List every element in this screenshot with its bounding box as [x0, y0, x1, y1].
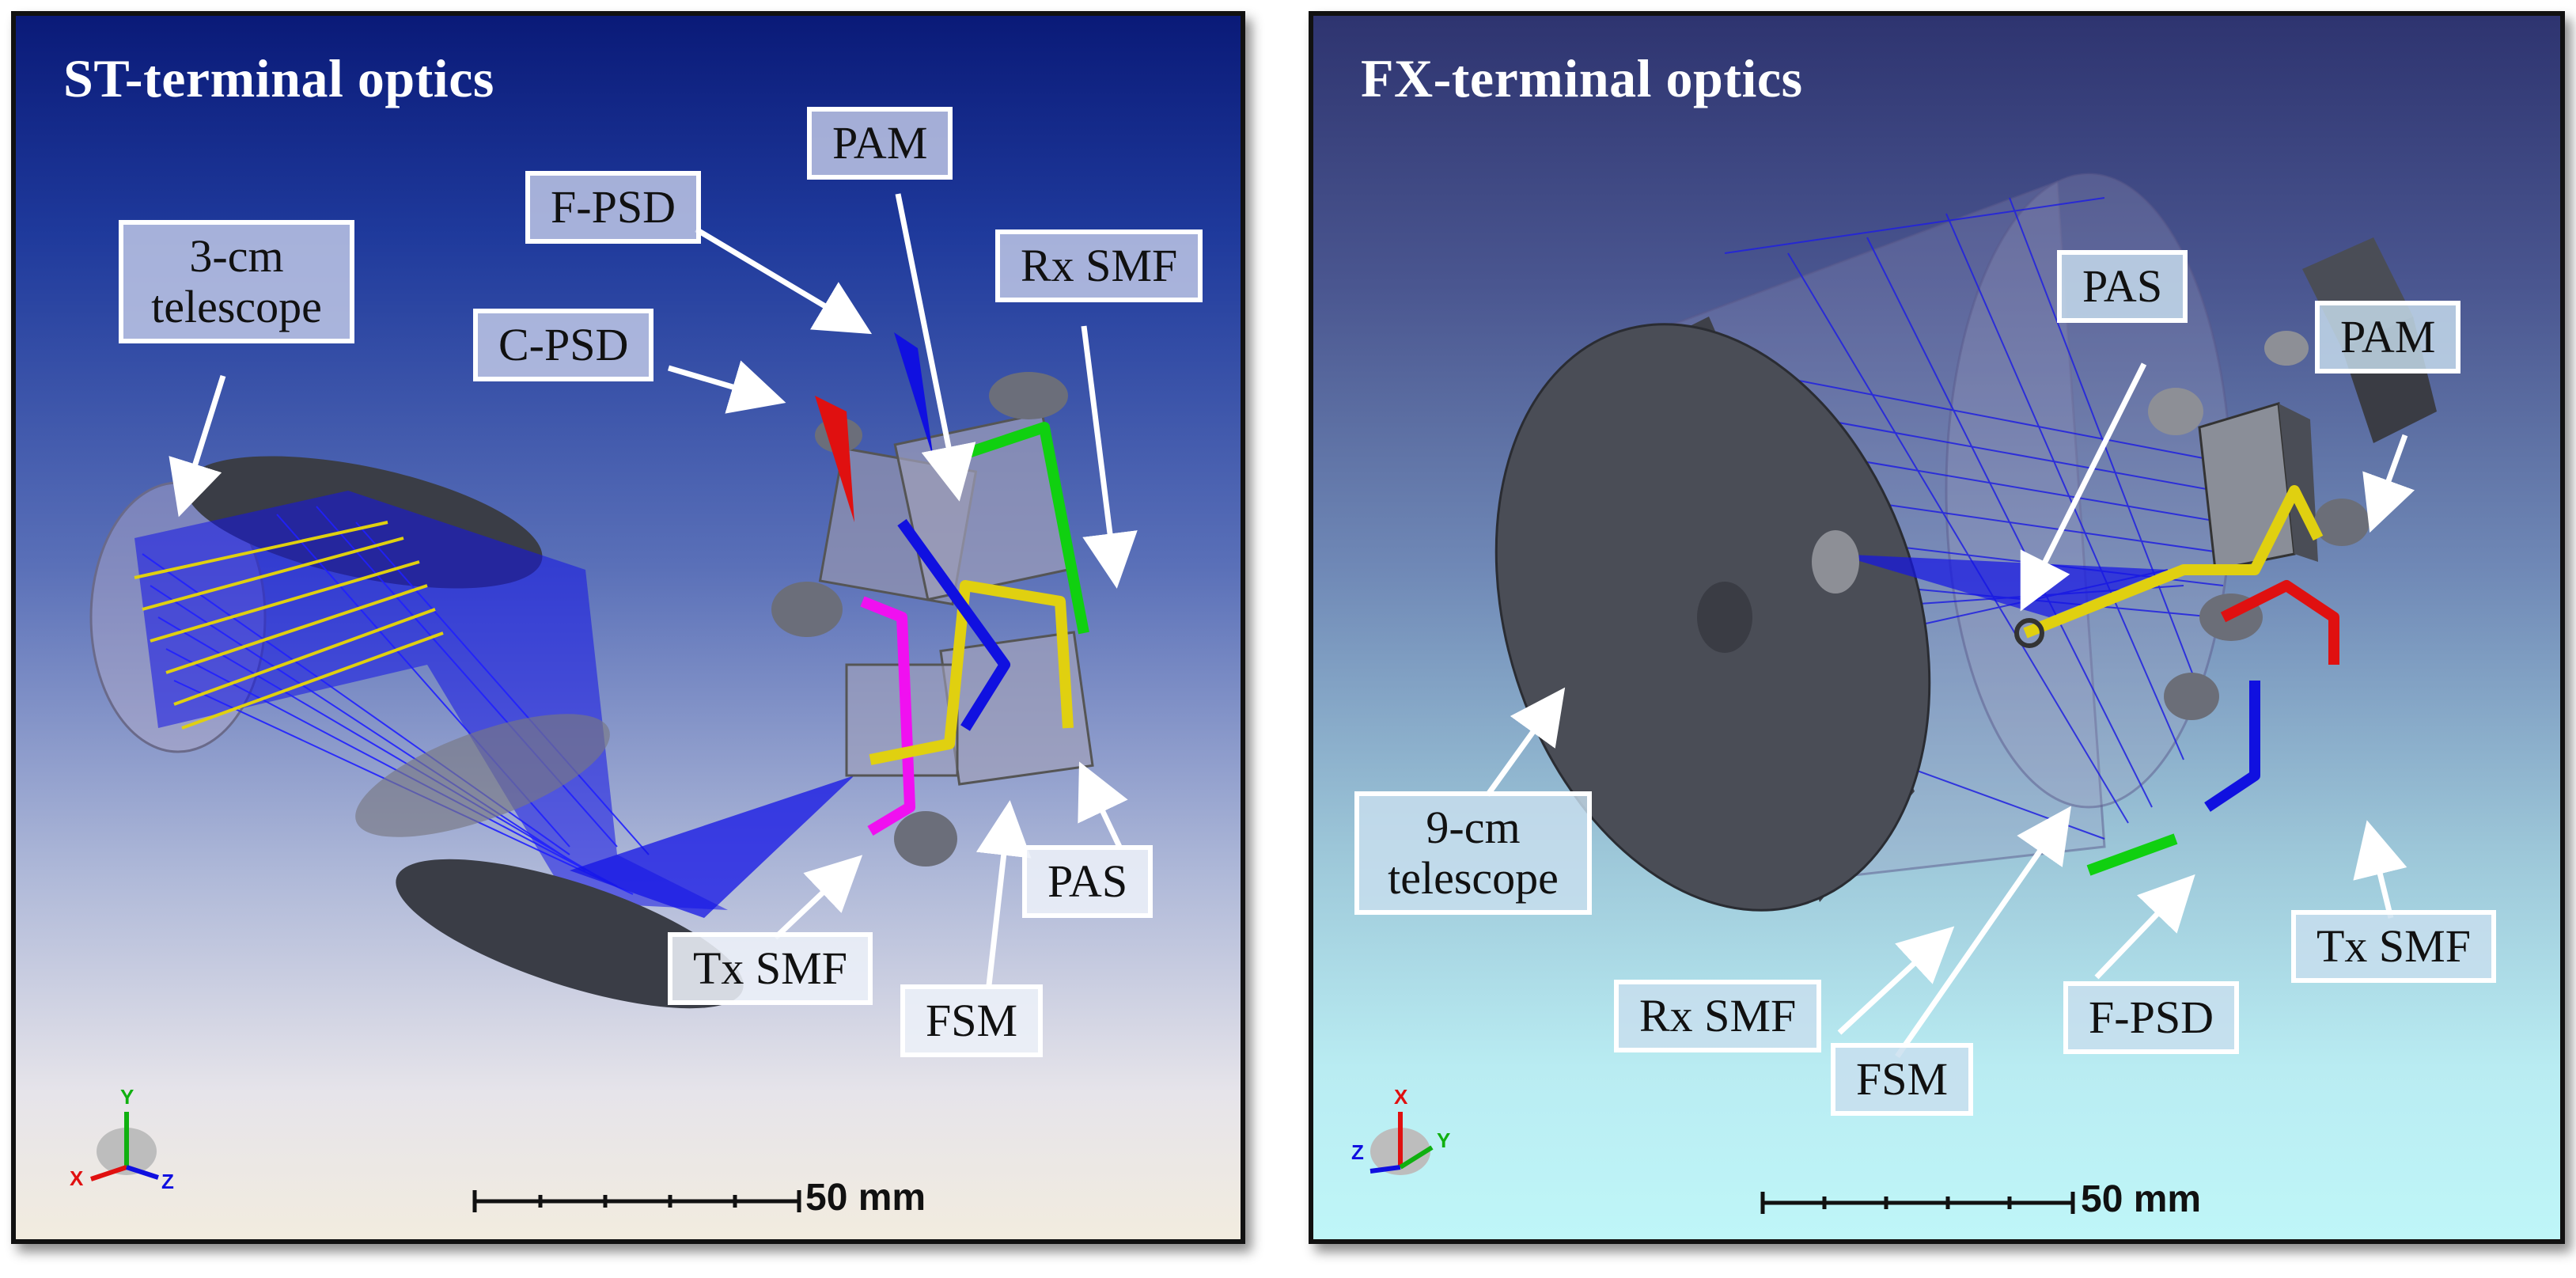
- label-pam: PAM: [2315, 301, 2461, 374]
- inner-beam: [1835, 554, 2168, 617]
- leader-arrows: [1485, 362, 2415, 1058]
- fx-optics-scene: X Z Y: [1351, 173, 2437, 1214]
- axis-y-label: Y: [120, 1085, 134, 1109]
- telescope-secondary-lens: [355, 714, 610, 837]
- label-c-psd: C-PSD: [473, 309, 654, 381]
- scale-bar: [472, 1190, 801, 1212]
- label-tx-smf: Tx SMF: [668, 932, 873, 1005]
- telescope-body: [1494, 317, 1931, 912]
- axis-x-label: X: [1394, 1085, 1408, 1109]
- scale-bar-label: 50 mm: [805, 1177, 926, 1219]
- st-terminal-panel: Y X Z ST-terminal optics 3-cm telescope …: [11, 11, 1245, 1244]
- yellow-rays: [134, 521, 444, 730]
- telescope-bottom-disk: [396, 859, 744, 1009]
- axis-z-label: Z: [161, 1170, 174, 1193]
- label-fsm: FSM: [1831, 1043, 1974, 1116]
- blue-beam-cone: [134, 491, 728, 910]
- scale-bar: [1760, 1192, 2075, 1214]
- axis-triad: Y X Z: [70, 1085, 174, 1193]
- label-tx-smf: Tx SMF: [2291, 910, 2497, 983]
- fx-terminal-panel: X Z Y FX-terminal optics PAS PAM 9-cm te…: [1309, 11, 2565, 1244]
- beam-rays: [142, 506, 650, 895]
- axis-triad: X Z Y: [1351, 1085, 1450, 1175]
- label-pas: PAS: [1022, 845, 1154, 918]
- label-pas: PAS: [2057, 250, 2188, 323]
- axis-z-label: Z: [1351, 1140, 1364, 1164]
- panel-title: ST-terminal optics: [63, 48, 494, 108]
- axis-x-label: X: [70, 1166, 84, 1190]
- label-telescope: 9-cm telescope: [1354, 791, 1592, 915]
- scale-bar-label: 50 mm: [2081, 1178, 2202, 1220]
- panel-title: FX-terminal optics: [1361, 48, 1803, 108]
- label-f-psd: F-PSD: [2063, 981, 2239, 1054]
- axis-y-label: Y: [1437, 1128, 1450, 1152]
- colored-beam-paths: [2014, 485, 2339, 876]
- label-f-psd: F-PSD: [525, 171, 701, 244]
- label-rx-smf: Rx SMF: [1614, 980, 1822, 1052]
- label-pam: PAM: [807, 107, 953, 180]
- st-optics-scene: Y X Z: [70, 193, 1138, 1212]
- colored-beam-paths: [815, 332, 1089, 836]
- focus-beam: [570, 776, 854, 918]
- label-fsm: FSM: [900, 984, 1044, 1057]
- label-rx-smf: Rx SMF: [995, 229, 1203, 302]
- leader-arrows: [169, 193, 1138, 986]
- label-telescope: 3-cm telescope: [119, 220, 354, 343]
